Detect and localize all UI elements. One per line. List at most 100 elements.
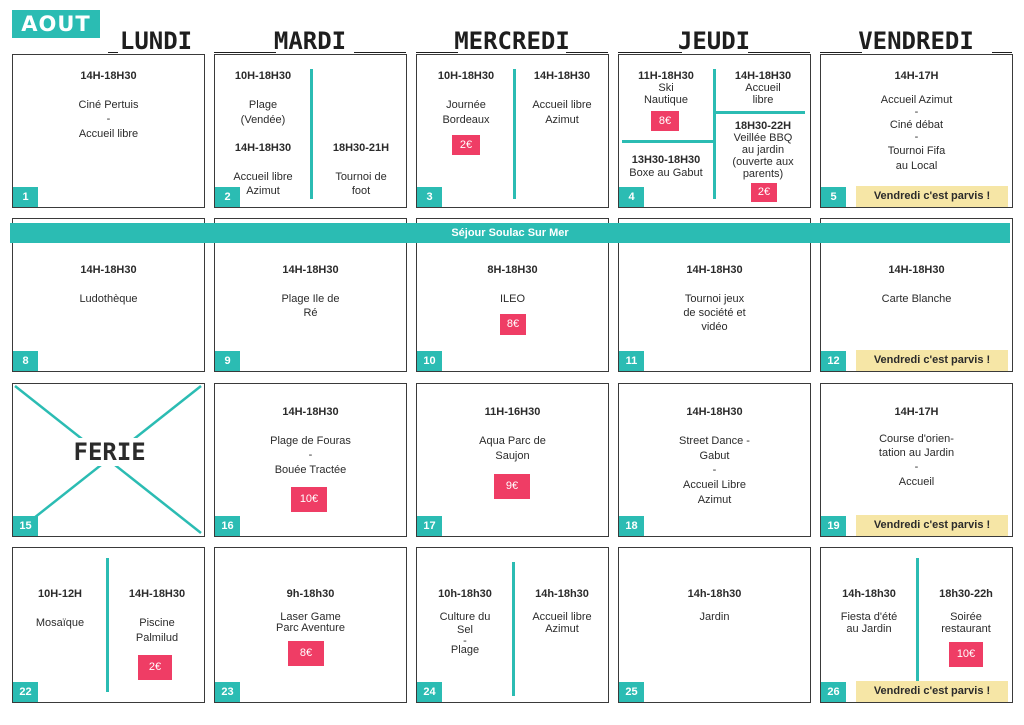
day-cell-9: 14H-18H30 Plage Ile de Ré 9 [214,218,407,372]
friday-banner: Vendredi c'est parvis ! [856,186,1008,207]
month-badge: AOUT [12,10,100,38]
header-jeudi: JEUDI [618,26,810,56]
activity-label: Plage Ile de [281,293,340,305]
day-cell-11: 14H-18H30 Tournoi jeux de société et vid… [618,218,811,372]
divider-line [916,558,919,682]
day-number: 11 [619,351,644,371]
activity-label: Palmilud [135,632,179,644]
day-cell-2: 10H-18H30 Plage (Vendée) 14H-18H30 Accue… [214,54,407,208]
activity-label: Nautique [643,94,689,106]
day-number: 9 [215,351,240,371]
day-cell-26: 14h-18h30 Fiesta d'été au Jardin 18h30-2… [820,547,1013,703]
time-label: 10H-18H30 [234,70,292,82]
day-cell-18: 14H-18H30 Street Dance - Gabut - Accueil… [618,383,811,537]
day-cell-4: 11H-18H30 Ski Nautique 8€ 13H30-18H30 Bo… [618,54,811,208]
activity-label: Accueil libre [78,128,139,140]
separator: - [914,106,919,118]
day-cell-16: 14H-18H30 Plage de Fouras - Bouée Tracté… [214,383,407,537]
activity-label: Journée [446,99,486,111]
separator: - [914,131,919,143]
price-badge: 2€ [751,183,777,202]
activity-label: libre [752,94,774,106]
time-label: 18H30-22H [734,120,792,132]
time-label: 14H-18H30 [128,588,186,600]
day-cell-12: 14H-18H30 Carte Blanche Vendredi c'est p… [820,218,1013,372]
activity-label: Sel [457,624,473,636]
activity-label: Azimut [545,114,579,126]
activity-label: Course d'orien- [879,433,954,445]
time-label: 9h-18h30 [286,588,335,600]
activity-label: Ludothèque [79,293,138,305]
day-number: 24 [417,682,442,702]
activity-label: parents) [742,168,784,180]
activity-label: Accueil Azimut [880,94,953,106]
divider-line [513,69,516,199]
activity-label: Accueil libre [233,171,293,183]
activity-label: Plage de Fouras [270,435,351,447]
separator: - [308,449,313,461]
separator: - [914,461,919,473]
day-cell-10: 8H-18H30 ILEO 8€ 10 [416,218,609,372]
activity-label: Bouée Tractée [274,464,347,476]
activity-label: (Vendée) [240,114,286,126]
activity-label: Ski [658,82,674,94]
separator: - [712,464,717,476]
day-number: 12 [821,351,846,371]
time-label: 18H30-21H [332,142,390,154]
activity-label: Ciné débat [889,119,944,131]
header-vendredi: VENDREDI [820,26,1012,56]
day-number: 17 [417,516,442,536]
day-number: 5 [821,187,846,207]
time-label: 10H-18H30 [437,70,495,82]
day-number: 22 [13,682,38,702]
day-number: 4 [619,187,644,207]
day-number: 23 [215,682,240,702]
activity-label: ILEO [499,293,526,305]
price-badge: 8€ [500,314,526,335]
time-label: 14H-18H30 [888,264,945,276]
day-number: 8 [13,351,38,371]
divider-line [512,562,515,696]
time-label: 14h-18h30 [535,588,589,600]
time-label: 14H-17H [894,70,939,82]
divider-line [713,69,716,199]
activity-label: au Local [895,160,938,172]
day-number: 26 [821,682,846,702]
price-badge: 8€ [288,641,324,666]
day-number: 18 [619,516,644,536]
day-cell-3: 10H-18H30 Journée Bordeaux 2€ 14H-18H30 … [416,54,609,208]
time-label: 14h-18h30 [687,588,742,600]
activity-label: Mosaïque [35,617,85,629]
time-label: 14H-17H [894,406,939,418]
time-label: 11H-16H30 [484,406,541,418]
activity-label: Culture du [439,611,491,623]
activity-label: Fiesta d'été [840,611,898,623]
divider-line [622,140,715,143]
time-label: 14H-18H30 [734,70,792,82]
day-number: 15 [13,516,38,536]
time-label: 14H-18H30 [282,406,339,418]
day-cell-8: 14H-18H30 Ludothèque 8 [12,218,205,372]
header-mercredi: MERCREDI [416,26,608,56]
friday-banner: Vendredi c'est parvis ! [856,350,1008,371]
day-cell-17: 11H-16H30 Aqua Parc de Saujon 9€ 17 [416,383,609,537]
day-cell-24: 10h-18h30 Culture du Sel - Plage 14h-18h… [416,547,609,703]
time-label: 11H-18H30 [638,70,694,82]
activity-label: Piscine [139,617,175,629]
time-label: 14h-18h30 [842,588,896,600]
activity-label: foot [351,185,371,197]
activity-label: Ré [303,307,318,319]
day-cell-5: 14H-17H Accueil Azimut - Ciné débat - To… [820,54,1013,208]
price-badge: 10€ [949,642,983,667]
activity-label: Tournoi jeux [684,293,745,305]
price-badge: 9€ [494,474,530,499]
day-number: 2 [215,187,240,207]
activity-label: Carte Blanche [881,293,952,305]
day-cell-25: 14h-18h30 Jardin 25 [618,547,811,703]
time-label: 14H-18H30 [234,142,292,154]
activity-label: vidéo [701,321,728,333]
time-label: 14H-18H30 [80,264,137,276]
day-number: 1 [13,187,38,207]
time-label: 14H-18H30 [686,264,743,276]
activity-label: au Jardin [846,623,892,635]
